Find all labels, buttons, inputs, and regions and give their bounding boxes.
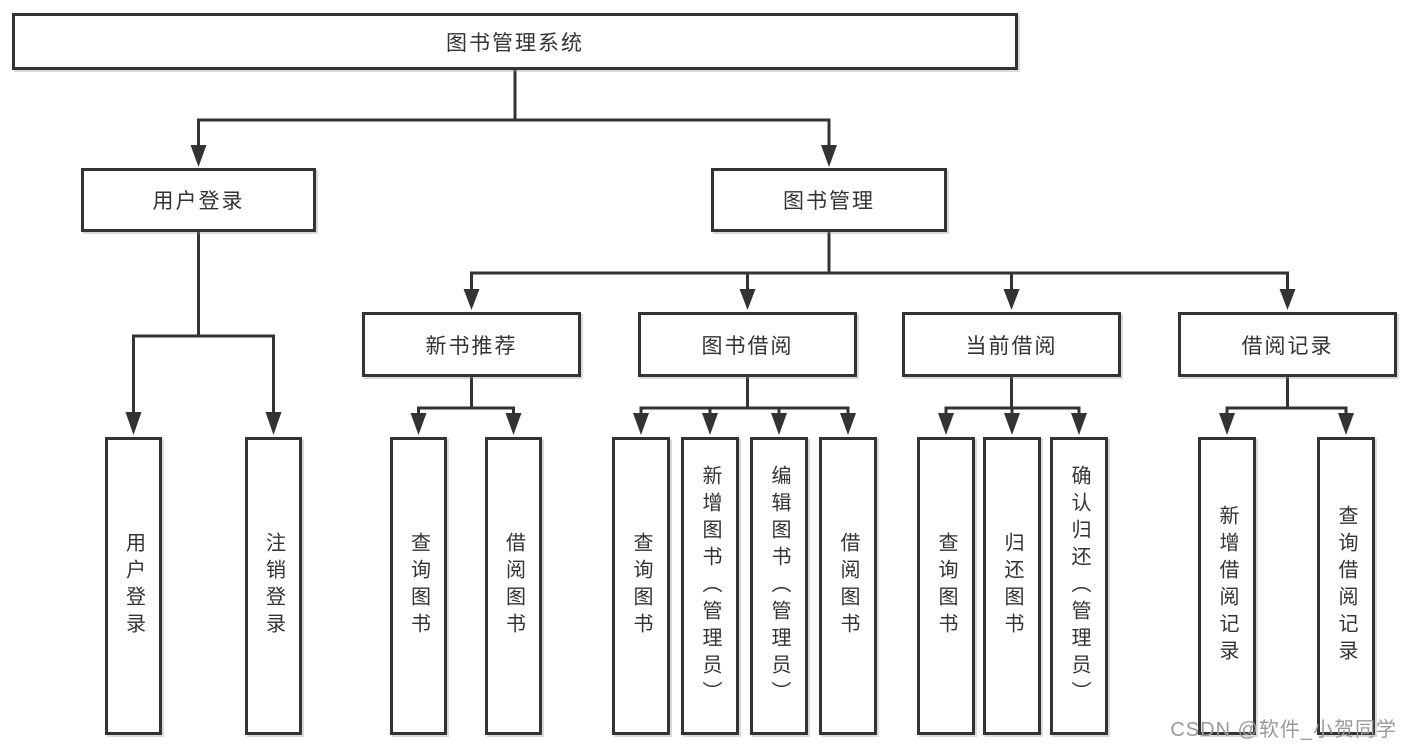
leaf-query-borrow-record: 查询借阅记录 (1317, 437, 1375, 735)
leaf-borrow-books-recommend: 借阅图书 (485, 437, 542, 735)
node-current-borrow: 当前借阅 (902, 312, 1121, 377)
arrow-down-icon (821, 145, 837, 167)
leaf-label: 确认归还（管理员） (1068, 464, 1090, 708)
leaf-add-book-admin: 新增图书（管理员） (681, 437, 739, 735)
arrow-down-icon (463, 289, 480, 310)
arrow-down-icon (1003, 289, 1020, 310)
node-label: 新书推荐 (425, 334, 518, 358)
root-node-system: 图书管理系统 (12, 13, 1018, 70)
arrow-down-icon (265, 412, 282, 435)
arrow-down-icon (771, 413, 787, 435)
leaf-label: 新增图书（管理员） (699, 464, 721, 708)
arrow-down-icon (1219, 413, 1235, 435)
node-label: 图书管理 (783, 190, 875, 213)
leaf-label: 归还图书 (1001, 532, 1023, 640)
connector-book-borrow-branch (633, 377, 856, 435)
node-new-book-recommend: 新书推荐 (362, 312, 581, 377)
arrow-down-icon (739, 289, 756, 310)
leaf-label: 新增借阅记录 (1216, 505, 1238, 667)
arrow-down-icon (702, 413, 718, 435)
connector-borrow-records-branch (1219, 377, 1354, 435)
node-user-login: 用户登录 (81, 168, 316, 232)
connector-book-management-branch (463, 232, 1296, 310)
node-label: 当前借阅 (965, 334, 1058, 358)
leaf-label: 用户登录 (122, 532, 145, 640)
arrow-down-icon (125, 412, 142, 435)
connector-root-branch (190, 70, 837, 167)
arrow-down-icon (633, 413, 649, 435)
leaf-logout: 注销登录 (245, 437, 302, 735)
leaf-label: 查询图书 (935, 532, 957, 640)
arrow-down-icon (1004, 413, 1020, 435)
leaf-add-borrow-record: 新增借阅记录 (1198, 437, 1256, 735)
node-borrow-records: 借阅记录 (1178, 312, 1397, 377)
leaf-user-login: 用户登录 (105, 437, 162, 735)
csdn-watermark: CSDN @软件_小贺同学 (1170, 719, 1397, 741)
arrow-down-icon (1279, 289, 1296, 310)
leaf-return-books: 归还图书 (983, 437, 1041, 735)
leaf-borrow-books: 借阅图书 (819, 437, 877, 735)
leaf-label: 借阅图书 (502, 532, 525, 640)
node-label: 图书借阅 (701, 334, 794, 358)
arrow-down-icon (410, 413, 427, 435)
connector-user-login-branch (125, 232, 282, 435)
leaf-label: 查询图书 (630, 532, 652, 640)
node-label: 借阅记录 (1241, 334, 1334, 358)
leaf-query-books-recommend: 查询图书 (390, 437, 447, 735)
arrow-down-icon (1071, 413, 1087, 435)
leaf-label: 借阅图书 (837, 532, 859, 640)
leaf-label: 查询图书 (407, 532, 430, 640)
connector-current-borrow-branch (938, 377, 1087, 435)
arrow-down-icon (938, 413, 954, 435)
node-book-management: 图书管理 (711, 168, 947, 232)
arrow-down-icon (505, 413, 522, 435)
leaf-label: 编辑图书（管理员） (768, 464, 790, 708)
leaf-label: 查询借阅记录 (1335, 505, 1357, 667)
connector-new-book-recommend-branch (410, 377, 522, 435)
arrow-down-icon (190, 145, 207, 167)
leaf-edit-book-admin: 编辑图书（管理员） (750, 437, 808, 735)
node-book-borrow: 图书借阅 (638, 312, 857, 377)
root-node-label: 图书管理系统 (446, 31, 584, 55)
leaf-query-books-borrow: 查询图书 (612, 437, 670, 735)
leaf-label: 注销登录 (262, 532, 285, 640)
node-label: 用户登录 (152, 190, 245, 213)
leaf-confirm-return-admin: 确认归还（管理员） (1050, 437, 1108, 735)
arrow-down-icon (1338, 413, 1354, 435)
arrow-down-icon (840, 413, 856, 435)
leaf-query-books-current: 查询图书 (917, 437, 975, 735)
